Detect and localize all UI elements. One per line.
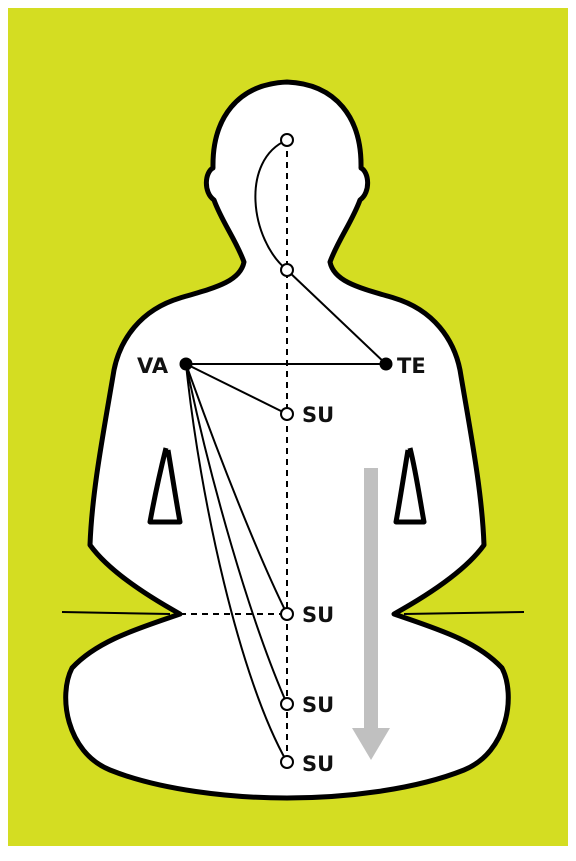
label-te: TE [397, 354, 426, 378]
label-su-4: SU [302, 752, 334, 776]
head-point [281, 134, 293, 146]
neck-point [281, 264, 293, 276]
su-point-3 [281, 698, 293, 710]
va-point [180, 358, 192, 370]
label-su-2: SU [302, 603, 334, 627]
su-point-1 [281, 408, 293, 420]
su-point-2 [281, 608, 293, 620]
label-su-3: SU [302, 693, 334, 717]
su-point-4 [281, 756, 293, 768]
te-point [380, 358, 392, 370]
label-va: VA [137, 354, 169, 378]
label-su-1: SU [302, 403, 334, 427]
